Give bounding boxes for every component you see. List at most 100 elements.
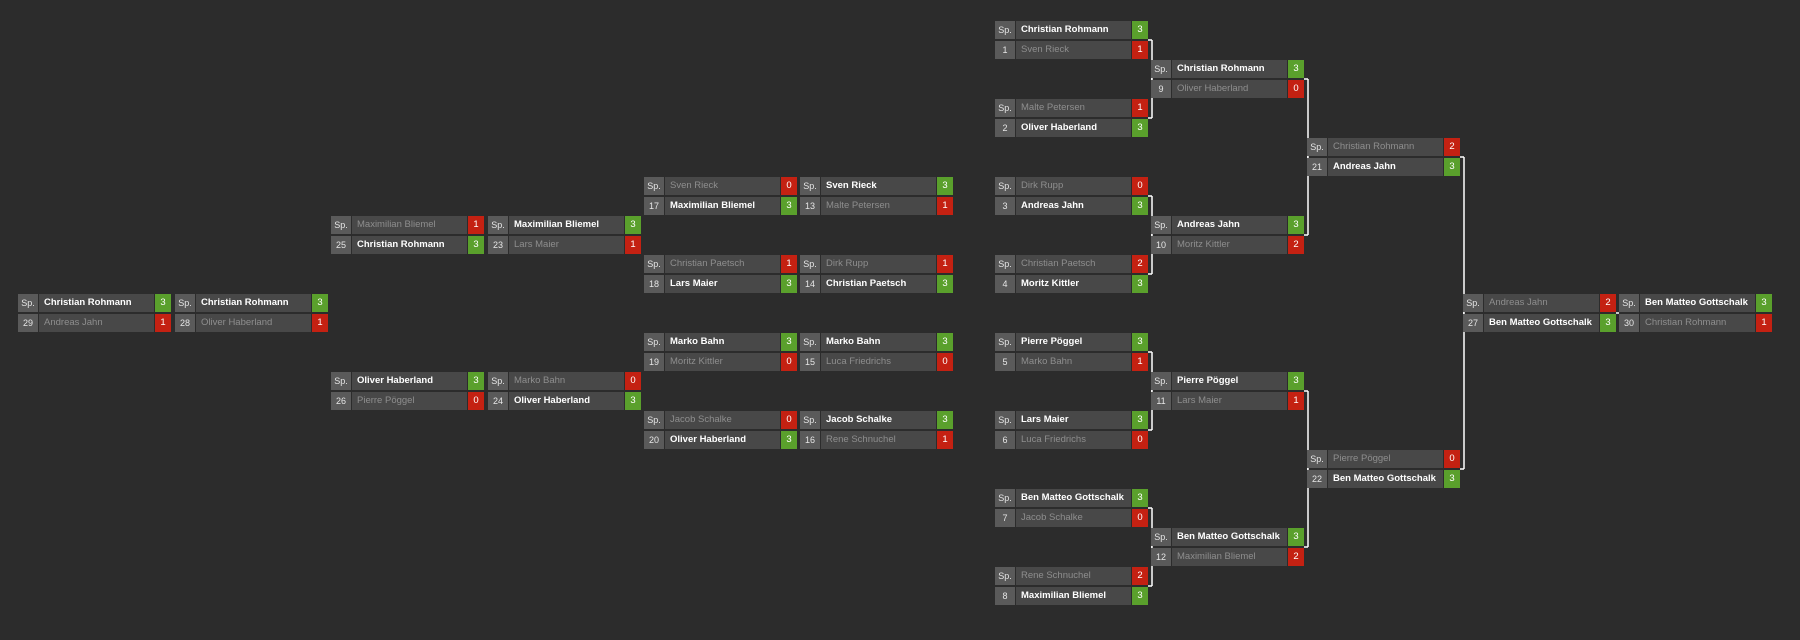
match-label: Sp. bbox=[18, 294, 38, 312]
player-score: 3 bbox=[1444, 158, 1460, 176]
match-label: Sp. bbox=[1151, 216, 1171, 234]
player-score: 2 bbox=[1444, 138, 1460, 156]
player-score: 2 bbox=[1288, 548, 1304, 566]
player-name: Christian Rohmann bbox=[39, 294, 154, 312]
match-number: 24 bbox=[488, 392, 508, 410]
player-name: Malte Petersen bbox=[821, 197, 936, 215]
player-name: Christian Rohmann bbox=[352, 236, 467, 254]
player-score: 0 bbox=[1132, 431, 1148, 449]
